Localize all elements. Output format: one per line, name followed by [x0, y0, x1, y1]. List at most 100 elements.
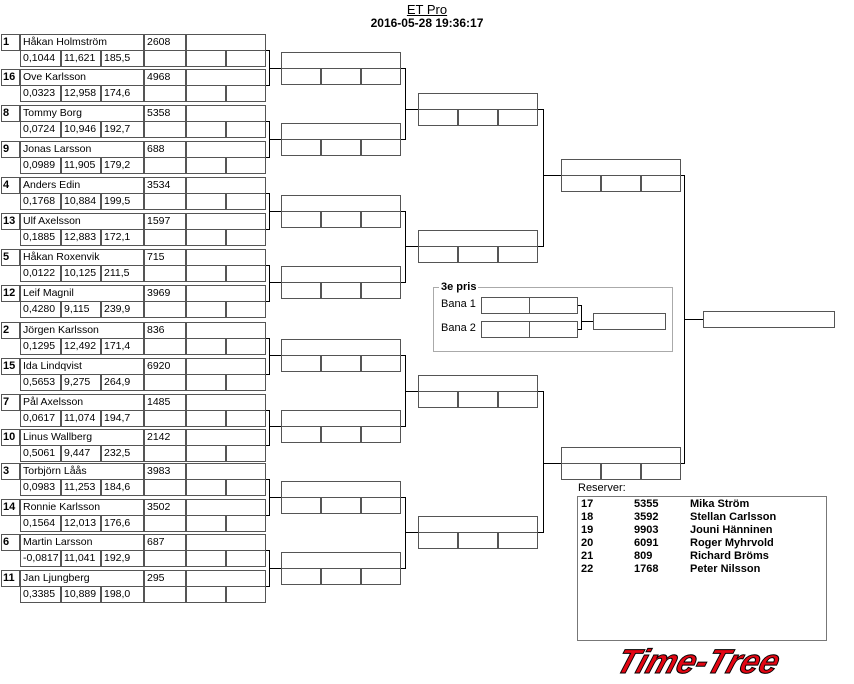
bracket-line [681, 463, 685, 464]
bracket-line [538, 246, 544, 247]
stat-cell [458, 109, 498, 126]
logo-text: Time-Tree [612, 643, 786, 679]
result-cell [186, 394, 266, 411]
bracket-line [543, 109, 544, 247]
reserve-position: 18 [581, 511, 594, 523]
reserve-number: 5355 [634, 498, 659, 510]
reserve-number: 6091 [634, 537, 659, 549]
racer-number: 3969 [144, 285, 186, 302]
stat-cell [144, 265, 186, 282]
page-title: ET Pro [406, 2, 448, 17]
bracket-line [266, 550, 270, 551]
stat-cell [186, 515, 226, 532]
reaction-time: 0,1768 [20, 193, 61, 210]
reaction-time: 0,0724 [20, 121, 61, 138]
racer-name: Håkan Holmström [20, 34, 144, 51]
elapsed-time: 11,621 [61, 50, 101, 67]
stat-cell [321, 68, 361, 85]
bracket-line [266, 445, 270, 446]
stat-cell [186, 338, 226, 355]
bracket-line [269, 68, 281, 69]
bracket-line [405, 497, 406, 569]
stat-cell [561, 175, 601, 192]
round3-slot [418, 93, 538, 110]
result-cell [186, 429, 266, 446]
stat-cell [281, 426, 321, 443]
stat-cell [144, 50, 186, 67]
bracket-line [269, 139, 281, 140]
result-cell [186, 213, 266, 230]
stat-cell [186, 479, 226, 496]
result-cell [186, 463, 266, 480]
racer-number: 3534 [144, 177, 186, 194]
result-cell [186, 534, 266, 551]
result-cell [186, 177, 266, 194]
bracket-line [266, 50, 270, 51]
seed-number: 15 [1, 358, 20, 375]
reaction-time: 0,5653 [20, 374, 61, 391]
racer-number: 3502 [144, 499, 186, 516]
elapsed-time: 12,958 [61, 85, 101, 102]
stat-cell [144, 338, 186, 355]
stat-cell [144, 193, 186, 210]
reserve-number: 3592 [634, 511, 659, 523]
stat-cell [281, 355, 321, 372]
stat-cell [186, 193, 226, 210]
lane-1-label: Bana 1 [441, 298, 476, 310]
bracket-line [401, 211, 406, 212]
result-cell [186, 141, 266, 158]
speed: 192,9 [101, 550, 144, 567]
racer-number: 1597 [144, 213, 186, 230]
third-place-group [433, 287, 673, 352]
result-cell [186, 322, 266, 339]
stat-cell [226, 265, 266, 282]
seed-number: 9 [1, 141, 20, 158]
lane-2-label: Bana 2 [441, 322, 476, 334]
semifinal-slot [561, 159, 681, 176]
elapsed-time: 9,115 [61, 301, 101, 318]
racer-name: Jan Ljungberg [20, 570, 144, 587]
elapsed-time: 9,275 [61, 374, 101, 391]
bracket-line [543, 463, 561, 464]
stat-cell [498, 246, 538, 263]
bracket-line [266, 479, 270, 480]
stat-cell [226, 157, 266, 174]
stat-cell [186, 50, 226, 67]
speed: 211,5 [101, 265, 144, 282]
stat-cell [226, 410, 266, 427]
reaction-time: 0,1044 [20, 50, 61, 67]
seed-number: 10 [1, 429, 20, 446]
stat-cell [186, 157, 226, 174]
elapsed-time: 9,447 [61, 445, 101, 462]
stat-cell [361, 139, 401, 156]
stat-cell [226, 445, 266, 462]
bracket-line [401, 282, 406, 283]
stat-cell [226, 479, 266, 496]
round2-slot [281, 195, 401, 212]
stat-cell [418, 246, 458, 263]
bracket-line [405, 109, 418, 110]
elapsed-time: 11,905 [61, 157, 101, 174]
stat-cell [321, 568, 361, 585]
stat-cell [186, 586, 226, 603]
stat-cell [144, 445, 186, 462]
stat-cell [321, 282, 361, 299]
reserve-number: 1768 [634, 563, 659, 575]
reserve-position: 17 [581, 498, 594, 510]
stat-cell [418, 109, 458, 126]
stat-cell [144, 157, 186, 174]
stat-cell [361, 497, 401, 514]
stat-cell [321, 355, 361, 372]
stat-cell [144, 550, 186, 567]
result-cell [186, 358, 266, 375]
bracket-line [266, 265, 270, 266]
result-cell [186, 69, 266, 86]
third-place-title: 3e pris [439, 281, 479, 293]
bracket-line [578, 305, 582, 306]
reserves-title: Reserver: [578, 482, 626, 494]
elapsed-time: 11,253 [61, 479, 101, 496]
reaction-time: 0,1295 [20, 338, 61, 355]
bracket-line [266, 157, 270, 158]
elapsed-time: 12,883 [61, 229, 101, 246]
stat-cell [458, 246, 498, 263]
